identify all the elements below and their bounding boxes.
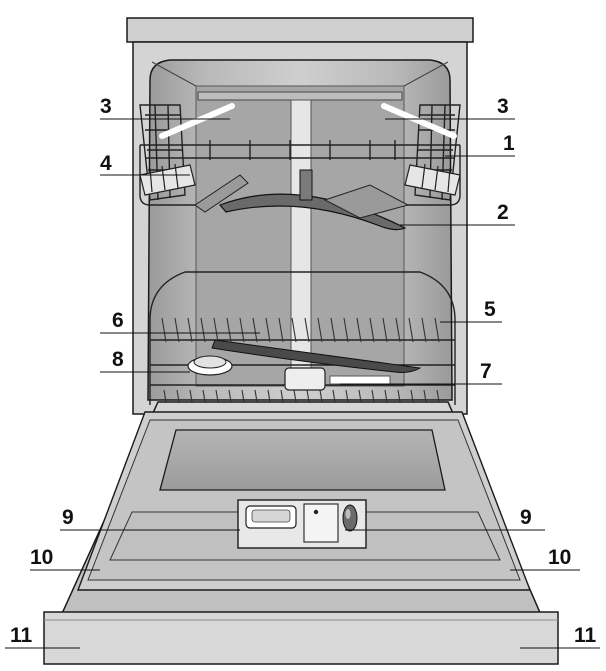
cup-shelf-left: [139, 163, 196, 196]
rack-tine: [161, 317, 167, 343]
rack-tine: [343, 317, 349, 343]
callout-9-right: 9: [520, 506, 532, 529]
rack-tine: [252, 317, 258, 343]
rack-rail-left: [159, 103, 235, 139]
callout-10-right: 10: [548, 546, 571, 569]
callout-6: 6: [112, 309, 124, 332]
rack-tine: [421, 317, 427, 343]
callout-10-left: 10: [30, 546, 53, 569]
cup-shelf-right: [404, 163, 461, 196]
rack-tine: [304, 317, 310, 343]
detergent-dispenser: [237, 499, 367, 549]
upper-spray-arm: [218, 169, 407, 231]
callout-8: 8: [112, 348, 124, 371]
rack-tine: [187, 317, 193, 343]
callout-4: 4: [100, 152, 112, 175]
leader-lines: [5, 118, 600, 649]
rack-tine: [239, 317, 245, 343]
callout-1: 1: [503, 132, 515, 155]
rack-rail-right: [381, 103, 457, 139]
callout-labels: 3 3 1 4 2 5 6 8 7 9 9 10 10 11 11: [10, 95, 597, 647]
callout-7: 7: [480, 360, 492, 383]
callout-11-right: 11: [574, 624, 597, 647]
rack-tine: [356, 317, 362, 343]
salt-container: [187, 355, 233, 376]
callout-2: 2: [497, 201, 509, 224]
lower-spray-arm: [211, 339, 422, 373]
rack-tine: [213, 317, 219, 343]
door-window: [159, 429, 446, 491]
door-front-panel: [43, 611, 559, 665]
rack-tine: [278, 317, 284, 343]
rack-tine: [369, 317, 375, 343]
rack-tine: [330, 317, 336, 343]
upper-rack-tray: [194, 174, 410, 219]
rack-tine: [174, 317, 180, 343]
rack-tine: [265, 317, 271, 343]
rack-tine: [226, 317, 232, 343]
rack-tine: [291, 317, 297, 343]
callout-3-left: 3: [100, 95, 112, 118]
callout-5: 5: [484, 298, 496, 321]
rack-tine: [317, 317, 323, 343]
callout-3-right: 3: [497, 95, 509, 118]
cabinet-top: [126, 17, 474, 43]
rack-tine: [434, 317, 440, 343]
callout-11-left: 11: [10, 624, 33, 647]
rack-tine: [382, 317, 388, 343]
rack-tine: [408, 317, 414, 343]
rack-tine: [200, 317, 206, 343]
rack-tine: [395, 317, 401, 343]
callout-9-left: 9: [62, 506, 74, 529]
